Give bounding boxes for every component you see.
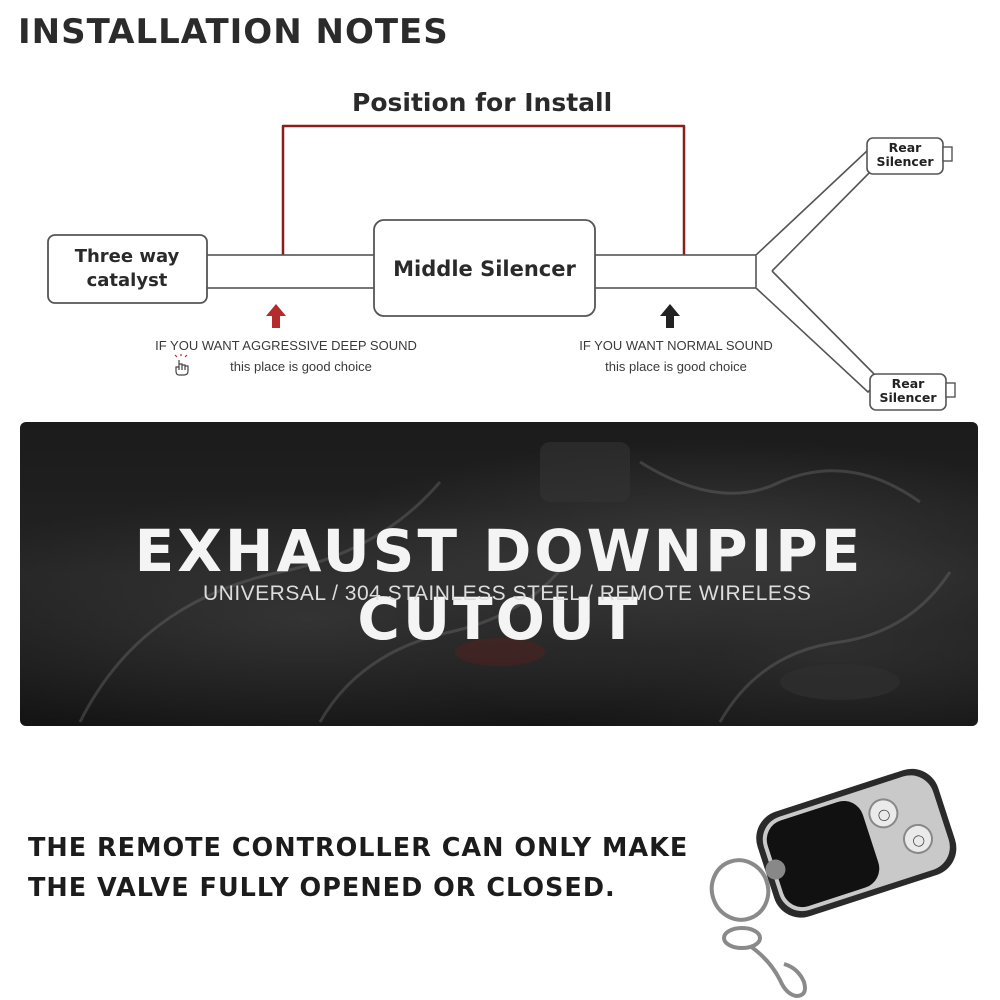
middle-silencer-box bbox=[373, 219, 596, 317]
rear-silencer-top-tip bbox=[942, 146, 953, 162]
position-title: Position for Install bbox=[352, 88, 613, 117]
three-way-catalyst-box bbox=[47, 234, 208, 304]
arrow-up-icon bbox=[660, 304, 680, 328]
aggressive-sound-line1: IF YOU WANT AGGRESSIVE DEEP SOUND bbox=[155, 338, 417, 353]
three-way-catalyst-label: Three way catalyst bbox=[74, 246, 180, 291]
normal-sound-line1: IF YOU WANT NORMAL SOUND bbox=[579, 338, 773, 353]
remote-note-line1: THE REMOTE CONTROLLER CAN ONLY MAKE bbox=[28, 833, 689, 863]
page-heading: INSTALLATION NOTES bbox=[18, 12, 449, 52]
rear-silencer-bottom-label: Rear Silencer bbox=[879, 376, 937, 405]
pipe-branch-upper bbox=[755, 149, 881, 272]
remote-note-line2: THE VALVE FULLY OPENED OR CLOSED. bbox=[28, 873, 616, 903]
remote-controller-note: THE REMOTE CONTROLLER CAN ONLY MAKE THE … bbox=[28, 828, 688, 908]
arrow-up-icon bbox=[266, 304, 286, 328]
normal-sound-line2: this place is good choice bbox=[605, 359, 747, 374]
remote-controller-image: ◯ ◯ bbox=[709, 768, 957, 999]
aggressive-sound-line2: this place is good choice bbox=[230, 359, 372, 374]
banner-background-art bbox=[78, 442, 952, 723]
pipe-segment-left bbox=[204, 254, 378, 289]
normal-sound-note: IF YOU WANT NORMAL SOUND this place is g… bbox=[560, 335, 792, 377]
aggressive-sound-note: IF YOU WANT AGGRESSIVE DEEP SOUND this p… bbox=[150, 335, 422, 377]
hand-pointer-icon bbox=[174, 354, 189, 376]
rear-silencer-top-label: Rear Silencer bbox=[876, 140, 934, 169]
install-position-bracket bbox=[281, 124, 686, 256]
banner-subtitle: UNIVERSAL / 304 STAINLESS STEEL / REMOTE… bbox=[203, 582, 812, 605]
exhaust-diagram bbox=[47, 124, 956, 411]
banner-title: EXHAUST DOWNPIPE CUTOUT bbox=[134, 517, 864, 653]
remote-button-icon: ◯ bbox=[876, 807, 892, 823]
middle-silencer-label: Middle Silencer bbox=[393, 257, 576, 281]
product-banner: EXHAUST DOWNPIPE CUTOUT UNIVERSAL / 304 … bbox=[20, 422, 978, 726]
pipe-segment-right bbox=[593, 254, 757, 289]
rear-silencer-bottom-tip bbox=[945, 382, 956, 398]
remote-button-icon: ◯ bbox=[911, 832, 927, 848]
